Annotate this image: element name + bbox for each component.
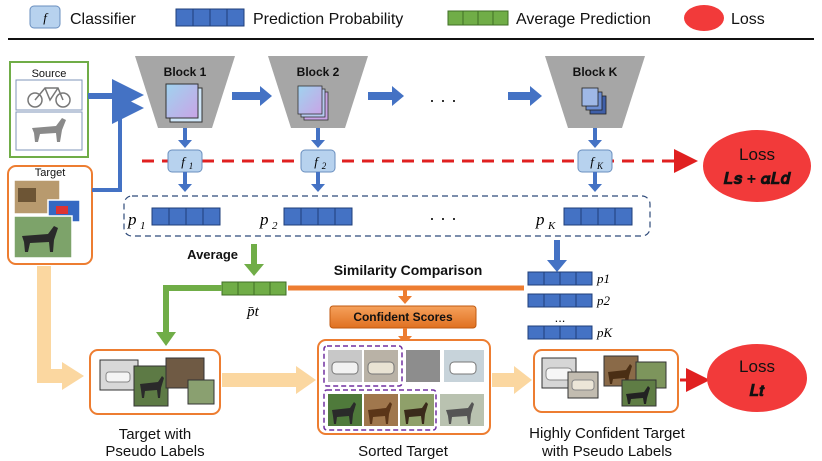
block-to-classifier-arrows [183, 128, 597, 142]
loss-top-title: Loss [739, 145, 775, 164]
block-k-label: Block K [573, 65, 618, 79]
pred-k-sub: K [547, 220, 556, 232]
average-to-pseudo-arrow [163, 285, 222, 336]
legend-loss-icon [684, 5, 724, 31]
target-flow-arrow [37, 266, 66, 383]
legend-average-icon [447, 10, 509, 26]
caption-target-pseudo-1: Target with [119, 426, 192, 443]
caption-target-pseudo-2: Pseudo Labels [105, 443, 204, 460]
classifier-2: f 2 [300, 149, 336, 173]
classifier-1-symbol: f [181, 154, 187, 169]
average-prediction: p̄t [221, 281, 287, 320]
legend-prediction-icon [175, 8, 245, 27]
pred-1-symbol: p [127, 210, 137, 229]
source-image-bike [15, 79, 83, 111]
classifier-2-sub: 2 [322, 161, 327, 171]
bike-icon [27, 87, 71, 108]
block-2-label: Block 2 [297, 65, 340, 79]
legend-average-label: Average Prediction [516, 11, 651, 28]
loss-bottom-formula: 𝑳𝒕 [748, 383, 765, 400]
classifier-k-sub: K [596, 161, 604, 171]
prediction-ellipsis: · · · [429, 208, 457, 228]
loss-bottom: Loss 𝑳𝒕 [707, 344, 807, 412]
classifier-k-symbol: f [590, 154, 596, 169]
pred-k-symbol: p [535, 210, 545, 229]
loss-top-formula: 𝑳𝒔 + 𝜶𝑳𝒅 [723, 171, 792, 188]
target-arrow [92, 92, 144, 192]
source-label: Source [32, 68, 67, 80]
sorted-target-box [317, 339, 491, 435]
classifier-1: f 1 [167, 149, 203, 173]
block-2: Block 2 [268, 56, 368, 128]
caption-confident-2: with Pseudo Labels [541, 443, 672, 460]
pred-2-symbol: p [259, 210, 269, 229]
confident-scores-label: Confident Scores [353, 310, 453, 324]
prediction-stack: p1 p2 ... pK [527, 271, 614, 340]
pred-2-sub: 2 [272, 220, 278, 232]
classifier-k: f K [577, 149, 613, 173]
prediction-k: p K [535, 207, 633, 232]
block-k: Block K [545, 56, 645, 128]
stack-dots: ... [555, 310, 566, 325]
similarity-label: Similarity Comparison [334, 262, 483, 278]
prediction-1: p 1 [127, 207, 221, 232]
loss-bottom-title: Loss [739, 357, 775, 376]
legend-classifier-label: Classifier [70, 11, 136, 28]
target-label: Target [35, 167, 66, 179]
caption-sorted: Sorted Target [358, 443, 449, 460]
horse-icon [32, 118, 66, 142]
stack-label-pk: pK [596, 325, 614, 340]
caption-confident-1: Highly Confident Target [529, 425, 685, 442]
average-symbol: p̄t [246, 304, 260, 320]
legend: f Classifier Prediction Probability Aver… [29, 5, 765, 31]
block-ellipsis: · · · [429, 90, 457, 110]
legend-classifier-symbol: f [43, 10, 49, 25]
source-panel: Source [9, 61, 89, 158]
block-1: Block 1 [135, 56, 235, 128]
average-label: Average [187, 247, 238, 262]
prediction-row-box [123, 195, 651, 237]
classifier-1-sub: 1 [189, 161, 194, 171]
pred-1-sub: 1 [140, 220, 146, 232]
prediction-2: p 2 [259, 207, 353, 232]
stack-label-p2: p2 [596, 293, 611, 308]
block-1-label: Block 1 [164, 65, 207, 79]
stack-label-p1: p1 [596, 271, 610, 286]
legend-classifier-icon [29, 5, 61, 29]
target-panel: Target [7, 165, 93, 265]
confident-target-box [533, 349, 679, 413]
legend-prediction-label: Prediction Probability [253, 11, 403, 28]
loss-top: Loss 𝑳𝒔 + 𝜶𝑳𝒅 [703, 130, 811, 202]
classifier-2-symbol: f [314, 154, 320, 169]
legend-loss-label: Loss [731, 11, 765, 28]
target-pseudo-box [89, 349, 221, 415]
